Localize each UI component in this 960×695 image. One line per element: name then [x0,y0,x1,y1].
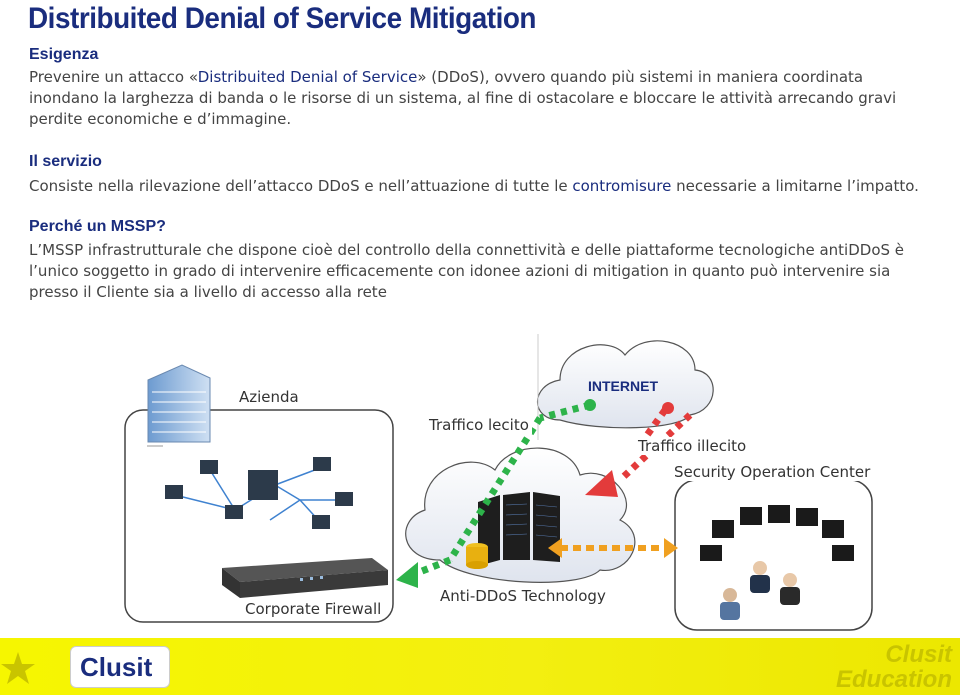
antiddos-label: Anti-DDoS Technology [437,587,609,605]
eu-star-icon [1,652,35,684]
azienda-label: Azienda [236,388,302,406]
legit-traffic-arrow [410,401,591,579]
workstation-icons [165,457,353,529]
illegal-source-dot [662,402,674,414]
heading-mssp: Perché un MSSP? [29,218,166,235]
page-title: Distribuited Denial of Service Mitigatio… [28,2,537,35]
soc-link-left-head [548,538,562,558]
server-rack-icon [478,492,560,566]
traffico-lecito-label: Traffico lecito [426,416,532,434]
soc-link-right-head [664,538,678,558]
operators-icon [720,561,800,620]
clusit-education-brand: Clusit Education [836,642,952,692]
paragraph-mssp: L’MSSP infrastrutturale che dispone cioè… [29,241,905,301]
brand-line-2: Education [835,666,952,693]
emph-contromisure: contromisure [572,177,672,195]
soc-monitors-icon [700,505,854,561]
emph-ddos: Distribuited Denial of Service [197,68,418,86]
database-icon [466,543,488,569]
footer-bar: Clusit Clusit Education [0,638,960,695]
building-icon [147,364,211,447]
internet-label: INTERNET [588,378,658,394]
firewall-label: Corporate Firewall [242,600,385,618]
heading-servizio: Il servizio [29,153,102,170]
traffico-illecito-label: Traffico illecito [635,437,750,455]
paragraph-esigenza: Prevenire un attacco «Distribuited Denia… [29,68,897,128]
clusit-logo [70,646,170,688]
firewall-icon [222,558,388,598]
legit-source-dot [584,399,596,411]
clusit-logo-text: Clusit [80,652,153,682]
legit-arrow-head [396,562,418,588]
ddos-diagram: INTERNET [124,334,873,631]
heading-esigenza: Esigenza [29,46,99,63]
soc-label: Security Operation Center [671,463,874,481]
illegal-arrow-head [585,470,618,497]
illegal-traffic-arrow [617,407,693,483]
paragraph-servizio: Consiste nella rilevazione dell’attacco … [29,177,919,195]
brand-line-1: Clusit [885,641,952,668]
